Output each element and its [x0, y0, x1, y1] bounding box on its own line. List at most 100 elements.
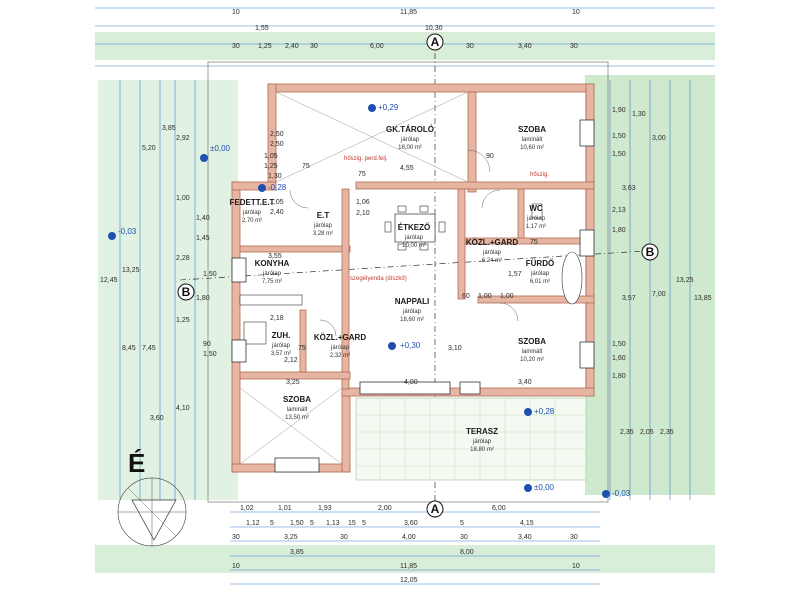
axis-b-left-bubble: [177, 283, 195, 301]
room-floor: járólap: [400, 137, 420, 143]
dim-label: 30: [460, 534, 468, 541]
dim-label: 1,02: [240, 505, 254, 512]
toilet: [531, 203, 543, 219]
dim-label: 2,13: [612, 207, 626, 214]
room-name: E.T: [317, 211, 330, 220]
dim-label: 10: [572, 563, 580, 570]
room-name: ÉTKEZŐ: [398, 223, 430, 232]
dim-label: 4,55: [400, 165, 414, 172]
dim-label: 60: [462, 293, 470, 300]
dim-label: 5: [270, 520, 274, 527]
room-area: 6,24 m²: [482, 258, 502, 264]
level-label: -0,03: [118, 227, 137, 236]
dim-label: 2,35: [660, 429, 674, 436]
room-floor: laminált: [522, 137, 543, 143]
dim-label: 1,25: [176, 317, 190, 324]
axis-a-top-bubble: [426, 33, 444, 51]
dim-label: 1,80: [612, 227, 626, 234]
dim-label: 2,05: [640, 429, 654, 436]
dim-label: 2,40: [270, 209, 284, 216]
room-bedroom-3: SZOBA laminált 13,50 m²: [283, 395, 311, 421]
room-name: SZOBA: [518, 125, 546, 134]
dim-label: 1,50: [612, 151, 626, 158]
room-area: 3,57 m²: [271, 351, 291, 357]
room-area: 10,20 m²: [520, 357, 544, 363]
room-corridor-2: KÖZL.+GARD járólap 2,32 m²: [314, 333, 366, 359]
dim-label: 2,12: [284, 357, 298, 364]
dim-label: 6,00: [370, 43, 384, 50]
room-floor: járólap: [404, 235, 424, 241]
dim-label: 1,30: [268, 173, 282, 180]
room-name: SZOBA: [283, 395, 311, 404]
dim-label: 11,85: [400, 563, 417, 570]
room-area: 3,28 m²: [313, 231, 333, 237]
dim-label: 1,80: [196, 295, 210, 302]
dim-label: 1,93: [318, 505, 332, 512]
dim-label: 1,12: [246, 520, 260, 527]
room-covered-entrance: FEDETT.E.T járólap 2,70 m²: [230, 198, 275, 224]
dim-label: 1,25: [258, 43, 272, 50]
dining-chairs: [384, 205, 446, 251]
dim-label: 2,18: [270, 315, 284, 322]
dim-label: 10,30: [425, 25, 443, 32]
landscape-bottom-strip: [95, 545, 715, 573]
dim-label: 1,00: [478, 293, 492, 300]
dim-label: 6,00: [492, 505, 506, 512]
room-floor: járólap: [330, 345, 350, 351]
room-floor: járólap: [313, 223, 333, 229]
room-area: 18,80 m²: [470, 447, 494, 453]
dim-label: 2,10: [356, 210, 370, 217]
room-area: 18,00 m²: [398, 145, 422, 151]
dim-label: 10: [232, 9, 240, 16]
dim-label: 30: [570, 534, 578, 541]
room-name: SZOBA: [518, 337, 546, 346]
top-dim-row1: 10 11,85 10: [232, 9, 580, 16]
dim-label: 3,10: [448, 345, 462, 352]
dim-label: 1,80: [612, 373, 626, 380]
dim-label: 30: [570, 43, 578, 50]
room-corridor-1: KÖZL.+GARD járólap 6,24 m²: [466, 238, 518, 264]
dim-label: 1,50: [203, 351, 217, 358]
dim-label: 4,00: [404, 379, 418, 386]
dim-label: 3,60: [150, 415, 164, 422]
dim-label: 1,90: [612, 107, 626, 114]
kitchen-counter: [239, 294, 303, 306]
dim-label: 3,40: [518, 379, 532, 386]
room-name: ZUH.: [272, 331, 291, 340]
room-dining: ÉTKEZŐ járólap 10,00 m²: [398, 223, 430, 249]
level-label: -0,03: [612, 489, 631, 498]
dim-label: 1,60: [612, 355, 626, 362]
dim-label: 12,45: [100, 277, 118, 284]
room-floor: laminált: [522, 349, 543, 355]
axis-b-right-label: B: [646, 245, 655, 259]
room-floor: járólap: [242, 210, 262, 216]
left-dimension-lines: [119, 80, 196, 500]
level-label: +0,30: [400, 341, 421, 350]
room-name: KONYHA: [255, 259, 290, 268]
left-dimensions: 5,20 3,85 2,92 1,00 1,40 1,45 2,28 1,50 …: [100, 125, 217, 422]
dining-table: [394, 213, 436, 243]
room-area: 10,00 m²: [402, 243, 426, 249]
top-dim-row2: 1,55 10,30: [255, 25, 443, 32]
dim-label: 1,50: [612, 341, 626, 348]
dim-label: 3,25: [284, 534, 298, 541]
room-floor: járólap: [472, 439, 492, 445]
room-area: 10,60 m²: [520, 145, 544, 151]
room-bedroom-1: SZOBA laminált 10,60 m²: [518, 125, 546, 151]
level-markers: [108, 104, 610, 498]
dim-label: 2,92: [176, 135, 190, 142]
axis-b-left-label: B: [182, 285, 191, 299]
dim-label: 7,45: [142, 345, 156, 352]
top-dimension-lines: [95, 7, 715, 67]
plot-boundary: [207, 61, 609, 503]
dim-label: 15: [348, 520, 356, 527]
room-area: 18,60 m²: [400, 317, 424, 323]
dim-label: 30: [340, 534, 348, 541]
axis-a-bottom-label: A: [431, 502, 440, 516]
room-wc: WC járólap 1,17 m²: [526, 204, 546, 230]
room-floor: járólap: [530, 271, 550, 277]
room-floor: járólap: [402, 309, 422, 315]
bathtub: [561, 251, 583, 305]
north-arrow: [117, 477, 187, 547]
north-label: É: [128, 448, 145, 478]
